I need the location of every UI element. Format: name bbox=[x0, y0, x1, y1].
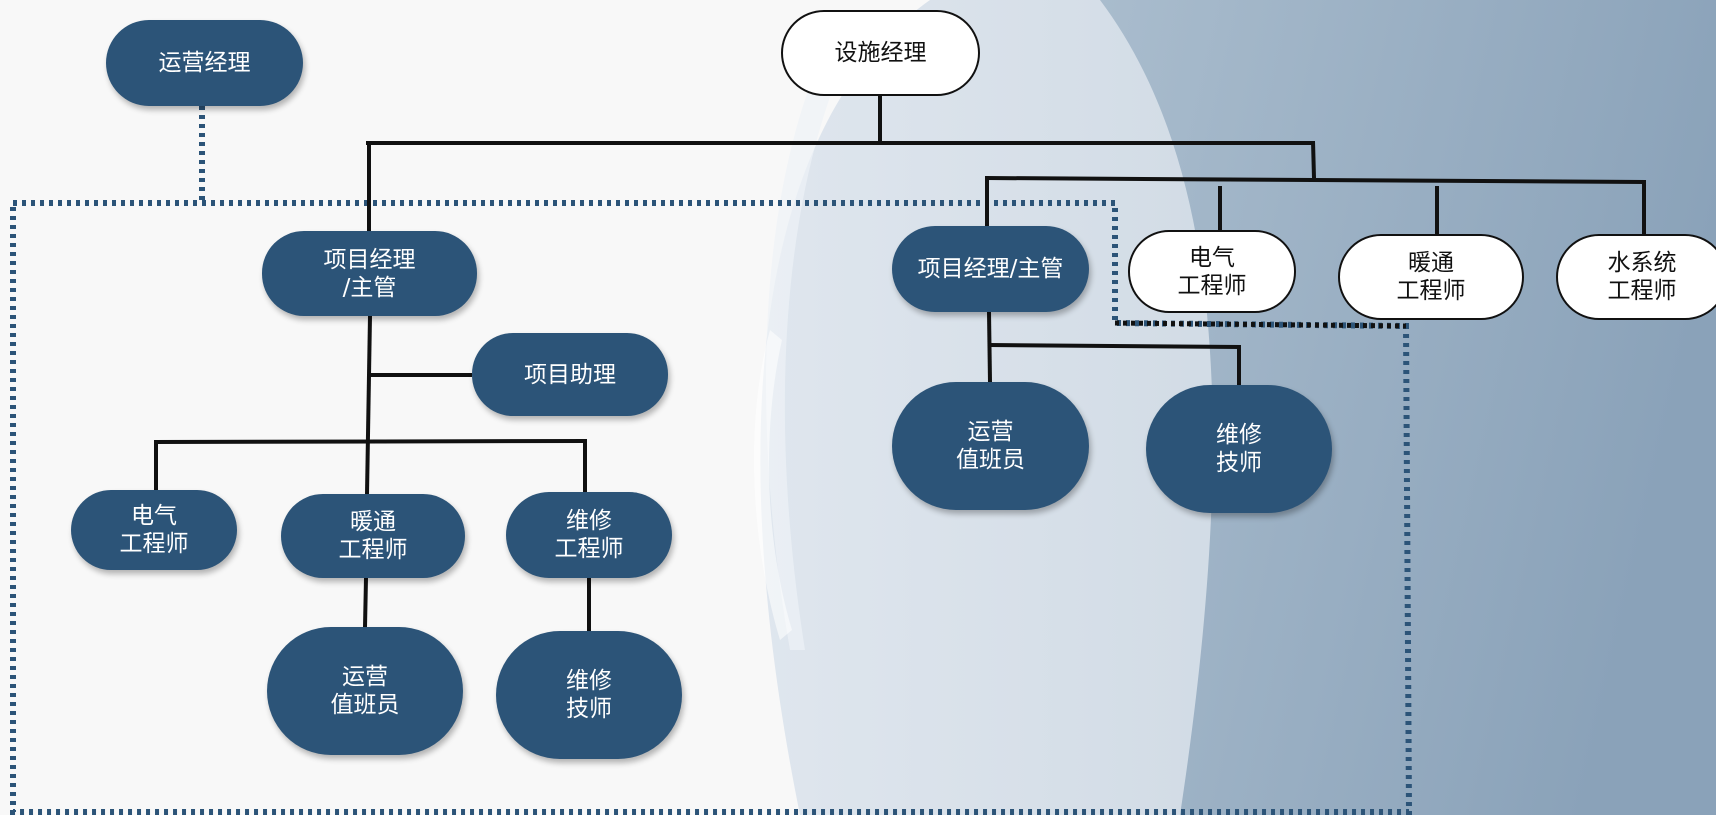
node-label-line: 技师 bbox=[566, 696, 612, 722]
node-label-line: 工程师 bbox=[1607, 278, 1677, 304]
node-label-line: 维修 bbox=[566, 668, 612, 694]
node-right-hvac-engineer[interactable]: 暖通工程师 bbox=[1338, 234, 1524, 320]
node-label-line: 电气 bbox=[1189, 244, 1235, 271]
node-label-line: 项目经理 bbox=[323, 246, 416, 273]
node-left-hvac-engineer[interactable]: 暖通工程师 bbox=[281, 494, 465, 578]
node-label-line: 运营 bbox=[342, 664, 388, 690]
node-label-line: 工程师 bbox=[554, 536, 624, 562]
node-label-line: 运营经理 bbox=[158, 50, 251, 76]
node-label-line: 技师 bbox=[1216, 450, 1262, 476]
node-label-line: 暖通 bbox=[350, 509, 396, 535]
node-ops-manager[interactable]: 运营经理 bbox=[106, 20, 303, 106]
node-right-project-manager[interactable]: 项目经理/主管 bbox=[892, 226, 1089, 312]
node-label-line: 维修 bbox=[1216, 422, 1262, 448]
node-right-water-engineer[interactable]: 水系统工程师 bbox=[1556, 234, 1716, 320]
node-label-line: 水系统 bbox=[1607, 250, 1677, 276]
node-left-project-assistant[interactable]: 项目助理 bbox=[472, 333, 668, 416]
node-label-line: 值班员 bbox=[330, 692, 400, 718]
node-label-line: 维修 bbox=[566, 508, 612, 534]
node-label-line: 项目经理/主管 bbox=[917, 256, 1064, 282]
node-left-electrical-engineer[interactable]: 电气工程师 bbox=[71, 490, 237, 570]
node-label-line: 运营 bbox=[967, 419, 1014, 445]
node-facility-manager[interactable]: 设施经理 bbox=[781, 10, 980, 96]
node-left-project-manager[interactable]: 项目经理/主管 bbox=[262, 231, 477, 316]
node-label-line: 值班员 bbox=[956, 447, 1025, 473]
node-label-line: 工程师 bbox=[119, 531, 189, 557]
node-left-maintenance-technician[interactable]: 维修技师 bbox=[496, 631, 682, 759]
node-right-maintenance-technician[interactable]: 维修技师 bbox=[1146, 385, 1332, 513]
node-right-electrical-engineer[interactable]: 电气工程师 bbox=[1128, 230, 1296, 313]
node-label-line: 工程师 bbox=[338, 537, 408, 563]
node-label-line: 工程师 bbox=[1396, 278, 1466, 304]
node-right-duty-operator[interactable]: 运营值班员 bbox=[892, 382, 1089, 510]
node-label-line: 项目助理 bbox=[524, 361, 616, 388]
node-label-line: 暖通 bbox=[1408, 250, 1454, 276]
dotted-boundary-inner bbox=[1114, 320, 1407, 329]
node-label-line: 电气 bbox=[131, 503, 177, 529]
node-label-line: 工程师 bbox=[1177, 272, 1247, 299]
node-left-maintenance-engineer[interactable]: 维修工程师 bbox=[506, 492, 672, 578]
node-left-duty-operator[interactable]: 运营值班员 bbox=[267, 627, 463, 755]
node-label-line: /主管 bbox=[342, 274, 397, 301]
node-label-line: 设施经理 bbox=[834, 40, 927, 66]
